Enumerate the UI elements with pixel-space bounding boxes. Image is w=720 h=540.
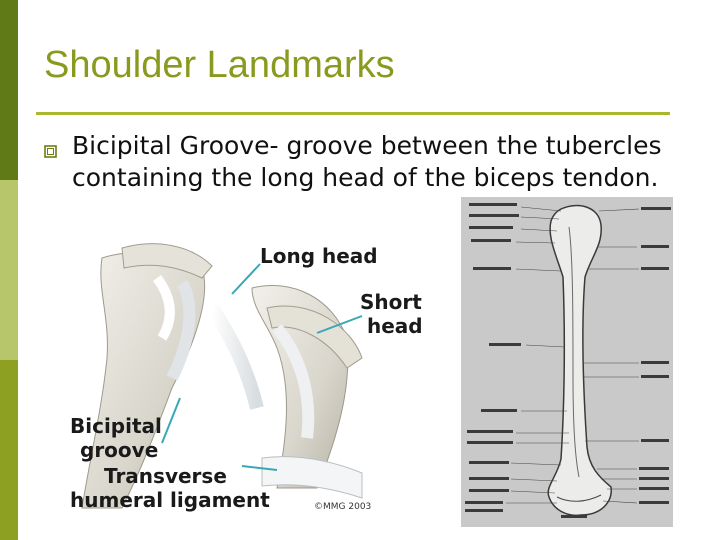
square-bullet-icon xyxy=(44,145,57,158)
shoulder-illustration-graphic xyxy=(81,243,363,509)
slide-sidebar xyxy=(0,0,18,540)
sidebar-band-middle xyxy=(0,180,18,360)
humerus-diagram xyxy=(461,197,673,527)
label-transverse-line2: humeral ligament xyxy=(70,488,270,512)
label-bicipital-line2: groove xyxy=(80,438,159,462)
sidebar-band-bottom xyxy=(0,360,18,540)
label-short-head-line2: head xyxy=(367,314,423,338)
label-short-head-line1: Short xyxy=(360,290,422,314)
humerus-diagram-graphic xyxy=(461,197,673,527)
label-transverse-line1: Transverse xyxy=(104,464,227,488)
shoulder-illustration: Long head Short head Bicipital groove Tr… xyxy=(62,238,423,520)
slide-title: Shoulder Landmarks xyxy=(44,44,395,86)
label-bicipital-line1: Bicipital xyxy=(70,414,162,438)
copyright-text: ©MMG 2003 xyxy=(314,502,372,512)
title-divider xyxy=(36,112,670,115)
sidebar-band-top xyxy=(0,0,18,180)
bullet-text: Bicipital Groove- groove between the tub… xyxy=(72,131,662,192)
label-long-head: Long head xyxy=(260,244,378,268)
